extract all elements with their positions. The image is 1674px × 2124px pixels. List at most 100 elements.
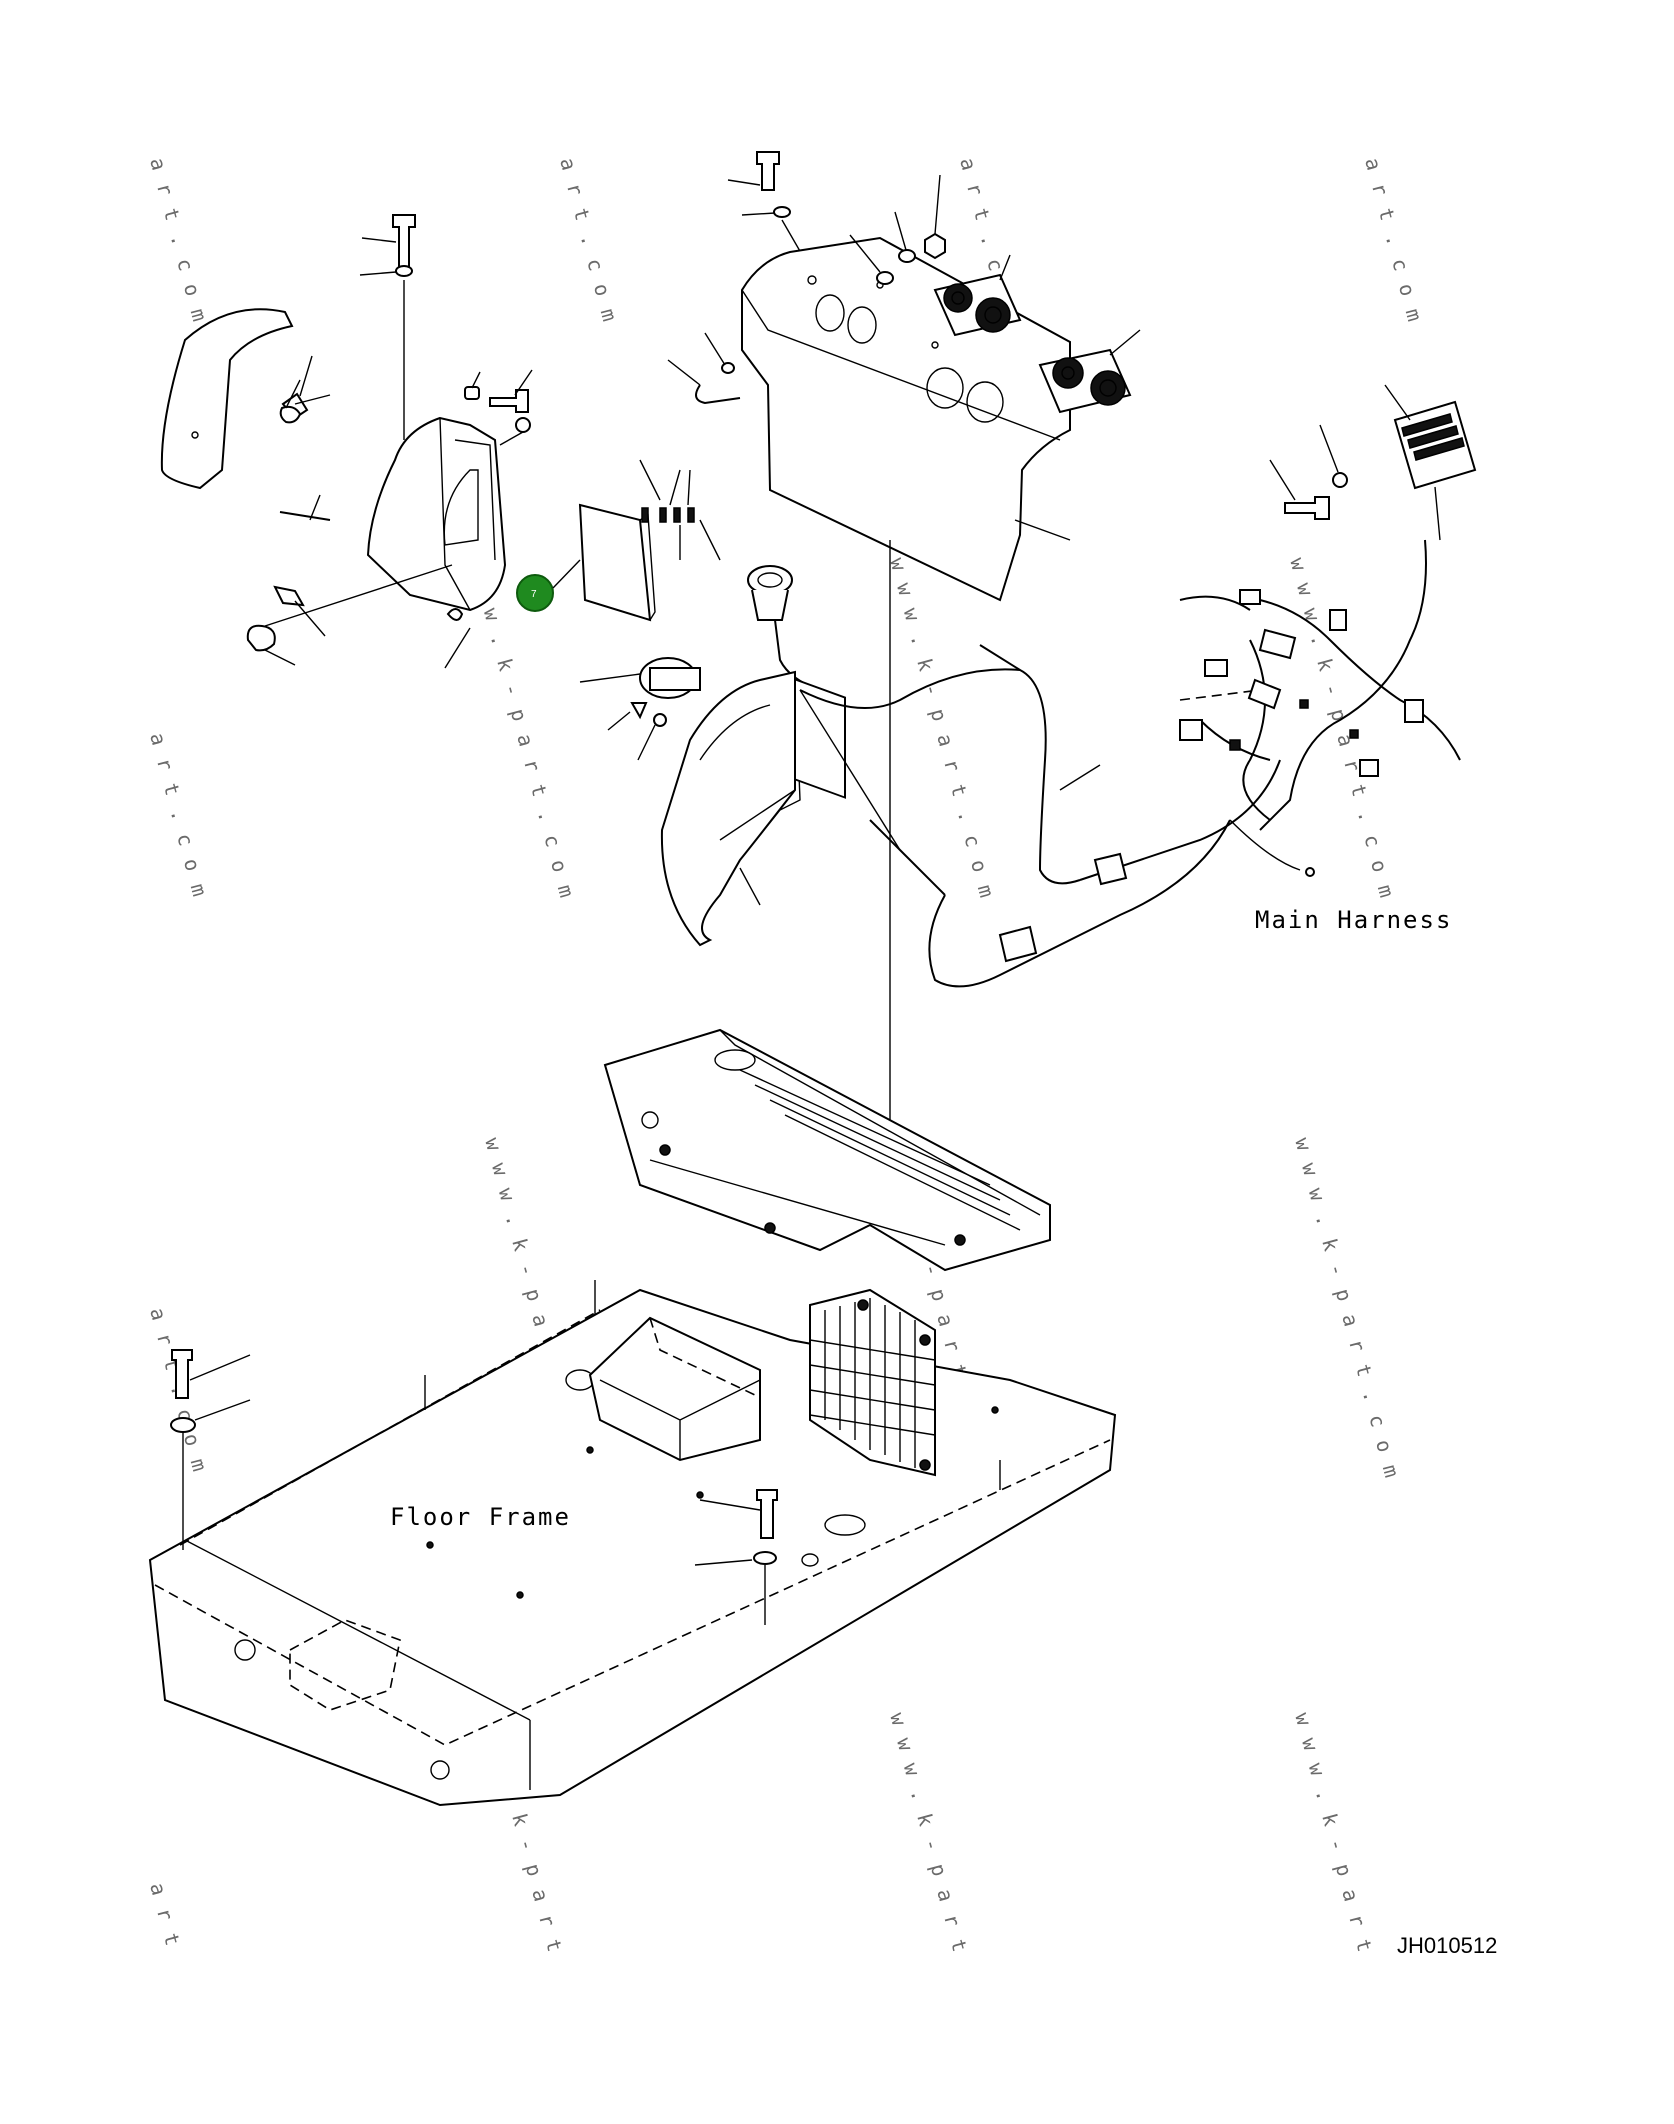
hotspot-circle[interactable] [516, 574, 554, 612]
floor-hole [430, 1760, 450, 1780]
panel-window [443, 469, 479, 546]
washer [515, 417, 531, 433]
watermark-text: art.com [145, 730, 215, 912]
floor-hole [801, 1553, 819, 1567]
heater-grille [809, 1288, 936, 1477]
lighter-socket [747, 565, 793, 595]
panel-hole [641, 1111, 659, 1129]
panel-hole [931, 341, 939, 349]
watermark-text: www.k-part [1290, 1710, 1381, 1968]
harness-connector [1258, 628, 1297, 660]
center-console [578, 459, 821, 947]
washer [898, 249, 916, 263]
harness-branch [1242, 639, 1271, 821]
leader-line [471, 369, 533, 446]
washer [753, 1551, 777, 1565]
bolt [171, 1349, 193, 1399]
bolt [756, 1489, 778, 1539]
leader-line [727, 179, 776, 216]
washer [653, 713, 667, 727]
main-harness-label: Main Harness [1255, 906, 1452, 934]
speaker-grille [1090, 370, 1126, 406]
watermark-text: www.k-part.com [465, 555, 583, 913]
washer [721, 362, 735, 374]
battery-box-hidden [649, 1317, 756, 1396]
controller-unit [578, 503, 652, 622]
panel-hole [807, 275, 817, 285]
leader-line [607, 711, 656, 761]
harness-connector [1239, 589, 1261, 605]
fender-hole [191, 431, 199, 439]
side-console-panel [366, 416, 507, 612]
speaker-grille [975, 297, 1011, 333]
harness-cable [799, 689, 901, 851]
harness-hidden-section [1179, 689, 1261, 701]
leader-line [849, 174, 1141, 356]
harness-branch [1259, 599, 1461, 761]
floor-plate-edge [154, 1439, 1111, 1746]
bolt [1284, 496, 1330, 520]
harness-cable [1079, 759, 1281, 881]
floor-plate-edge [179, 1309, 601, 1546]
harness-cable [799, 668, 1081, 885]
bolt [756, 151, 780, 191]
grille-line [809, 1298, 936, 1468]
harness-connector [1204, 659, 1228, 677]
hotspot-number: 7 [531, 589, 537, 600]
panel-hole [764, 1222, 776, 1234]
leader-line [264, 564, 453, 666]
overhead-panel [741, 236, 1071, 602]
harness-connector [1247, 678, 1282, 710]
floor-hole [426, 1541, 434, 1549]
panel-edge [439, 417, 496, 611]
leader-line [579, 673, 641, 683]
leader-line [1059, 764, 1101, 791]
leader-line [1434, 486, 1441, 541]
nut [630, 702, 648, 720]
speaker-grille [1052, 357, 1084, 389]
callout-7-hotspot[interactable]: 7 [516, 574, 554, 612]
leader-line [1269, 384, 1411, 501]
vent-round [815, 294, 845, 332]
watermark-text: art [145, 1880, 188, 1962]
panel-hole [659, 1144, 671, 1156]
panel-hole [714, 1049, 756, 1071]
panel-front-edge [741, 289, 1061, 441]
floor-frame-label: Floor Frame [390, 1503, 571, 1531]
grille-bolt [919, 1459, 931, 1471]
leader-line [694, 1499, 761, 1566]
leader-line [667, 332, 726, 386]
washer [773, 206, 791, 218]
panel-hole [954, 1234, 966, 1246]
leader-line [552, 559, 581, 589]
harness-cable [869, 644, 1021, 896]
watermark-text: art.com [555, 155, 625, 337]
washer [876, 271, 894, 285]
console-side-panel [660, 670, 796, 947]
vent-round [926, 367, 964, 409]
harness-connector [1359, 759, 1379, 777]
leader-line [359, 237, 397, 276]
cable-connector [998, 925, 1038, 963]
floor-hole [991, 1406, 999, 1414]
floor-frame-assembly: Floor Frame [148, 1028, 1117, 1807]
floor-plate-inner [184, 1539, 531, 1790]
harness-cable [928, 819, 1231, 988]
leader-line [1014, 519, 1071, 541]
rear-panel-slot [739, 1069, 1021, 1231]
nut [924, 232, 946, 260]
lighter-socket-ring [757, 572, 783, 588]
watermark-text: art.com [145, 155, 215, 337]
floor-hole [516, 1591, 524, 1599]
watermark-text: art.com [1360, 155, 1430, 337]
leader-line [639, 459, 721, 561]
floor-hole [586, 1446, 594, 1454]
harness-main-trunk [1259, 539, 1427, 831]
harness-connector [1179, 719, 1203, 741]
harness-connector [1329, 609, 1347, 631]
harness-branch [1179, 595, 1251, 611]
watermark-text: www.k-part.com [1285, 555, 1403, 913]
main-harness-assembly: Main Harness [799, 384, 1477, 988]
vent-round [966, 381, 1004, 423]
